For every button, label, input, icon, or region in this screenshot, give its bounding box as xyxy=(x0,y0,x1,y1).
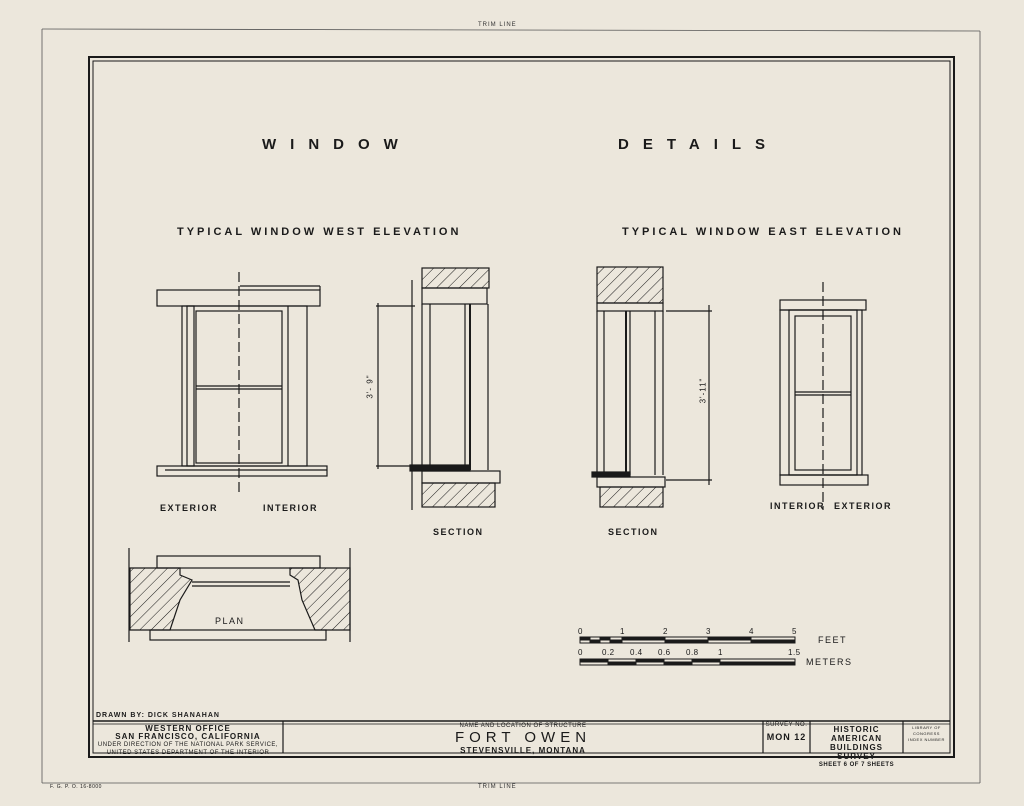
gpo-number: F. G. P. O. 16-8000 xyxy=(50,784,102,790)
feet-label: FEET xyxy=(818,635,848,645)
sheet-number: SHEET 6 OF 7 SHEETS xyxy=(818,762,895,768)
office-line-3: UNDER DIRECTION OF THE NATIONAL PARK SER… xyxy=(97,742,279,748)
feet-tick-2: 2 xyxy=(663,627,668,636)
title-details: DETAILS xyxy=(618,136,780,153)
feet-tick-4: 4 xyxy=(749,627,754,636)
label-interior-east: INTERIOR xyxy=(770,501,826,511)
meter-tick-5: 1 xyxy=(718,648,723,657)
east-section xyxy=(591,266,712,508)
library-block: LIBRARY OF CONGRESS INDEX NUMBER xyxy=(903,725,950,743)
plan-view xyxy=(128,548,351,642)
label-interior-west: INTERIOR xyxy=(263,503,319,513)
library-line-1: LIBRARY OF CONGRESS xyxy=(912,725,941,736)
habs-line-1: HISTORIC AMERICAN xyxy=(830,725,883,743)
structure-location: STEVENSVILLE, MONTANA xyxy=(460,746,586,755)
feet-tick-0: 0 xyxy=(578,627,583,636)
meters-label: METERS xyxy=(806,657,853,667)
label-exterior-west: EXTERIOR xyxy=(160,503,219,513)
east-elevation xyxy=(779,282,869,510)
label-section-west: SECTION xyxy=(433,527,484,537)
office-line-4: UNITED STATES DEPARTMENT OF THE INTERIOR xyxy=(106,750,270,756)
structure-name: FORT OWEN xyxy=(454,729,592,746)
title-block-lines xyxy=(93,720,950,753)
habs-line-2: BUILDINGS SURVEY xyxy=(830,743,883,761)
feet-tick-1: 1 xyxy=(620,627,625,636)
survey-number: MON 12 xyxy=(766,732,807,742)
meter-tick-3: 0.6 xyxy=(658,648,671,657)
structure-caption: NAME AND LOCATION OF STRUCTURE xyxy=(459,723,587,729)
office-line-2: SAN FRANCISCO, CALIFORNIA xyxy=(115,732,261,741)
drawn-by: DRAWN BY: DICK SHANAHAN xyxy=(96,712,220,719)
survey-block: SURVEY NO. MON 12 xyxy=(763,722,810,742)
meter-tick-6: 1.5 xyxy=(788,648,801,657)
title-window: WINDOW xyxy=(262,136,412,153)
scale-bars xyxy=(579,636,796,666)
meter-tick-1: 0.2 xyxy=(602,648,615,657)
west-elevation-heading: TYPICAL WINDOW WEST ELEVATION xyxy=(177,226,462,238)
meter-tick-2: 0.4 xyxy=(630,648,643,657)
east-elevation-heading: TYPICAL WINDOW EAST ELEVATION xyxy=(622,226,904,238)
feet-tick-5: 5 xyxy=(792,627,797,636)
library-line-2: INDEX NUMBER xyxy=(908,737,945,742)
survey-caption: SURVEY NO. xyxy=(765,722,808,728)
meter-tick-0: 0 xyxy=(578,648,583,657)
west-elevation xyxy=(156,272,328,496)
dimension-west: 3'- 9" xyxy=(365,374,375,399)
label-exterior-east: EXTERIOR xyxy=(834,501,893,511)
meter-tick-4: 0.8 xyxy=(686,648,699,657)
dimension-east: 3'-11" xyxy=(698,377,708,404)
feet-tick-3: 3 xyxy=(706,627,711,636)
habs-block: HISTORIC AMERICAN BUILDINGS SURVEY SHEET… xyxy=(810,725,903,770)
office-line-1: WESTERN OFFICE xyxy=(145,724,231,733)
office-block: WESTERN OFFICE SAN FRANCISCO, CALIFORNIA… xyxy=(93,725,283,757)
trim-line-bottom-label: TRIM LINE xyxy=(478,784,517,790)
west-section xyxy=(376,267,501,510)
trim-line-top-label: TRIM LINE xyxy=(478,22,517,28)
label-section-east: SECTION xyxy=(608,527,659,537)
structure-block: NAME AND LOCATION OF STRUCTURE FORT OWEN… xyxy=(283,722,763,756)
label-plan: PLAN xyxy=(215,616,245,626)
